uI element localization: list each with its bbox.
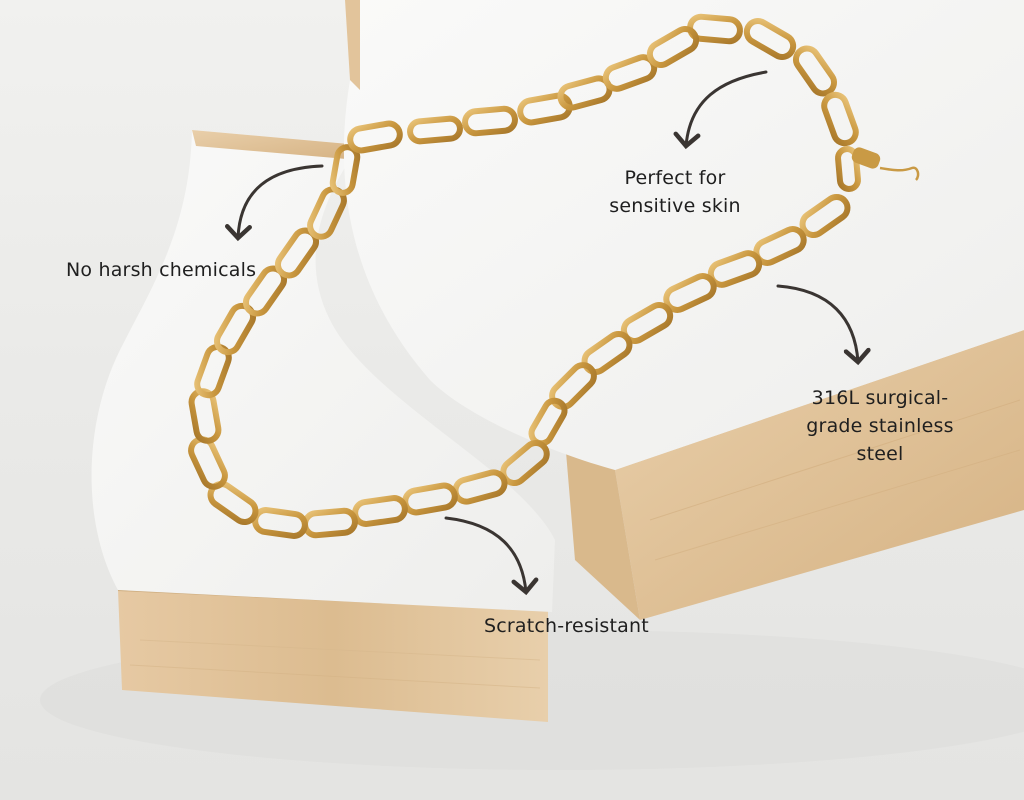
callout-surgical-steel: 316L surgical-grade stainless steel — [806, 387, 954, 465]
gold-paperclip-chain — [188, 13, 861, 539]
arrow-chemicals — [224, 164, 324, 242]
callout-arrows — [224, 70, 871, 596]
callout-sensitive-skin: Perfect for sensitive skin — [609, 167, 741, 217]
arrow-scratch — [444, 516, 539, 596]
callout-scratch-resistant: Scratch-resistant — [484, 615, 649, 637]
chain-clasp — [851, 147, 920, 181]
arrow-steel — [776, 284, 871, 366]
arrow-skin — [673, 70, 768, 150]
left-pedestal — [91, 130, 555, 722]
callout-no-harsh-chemicals: No harsh chemicals — [66, 259, 257, 281]
